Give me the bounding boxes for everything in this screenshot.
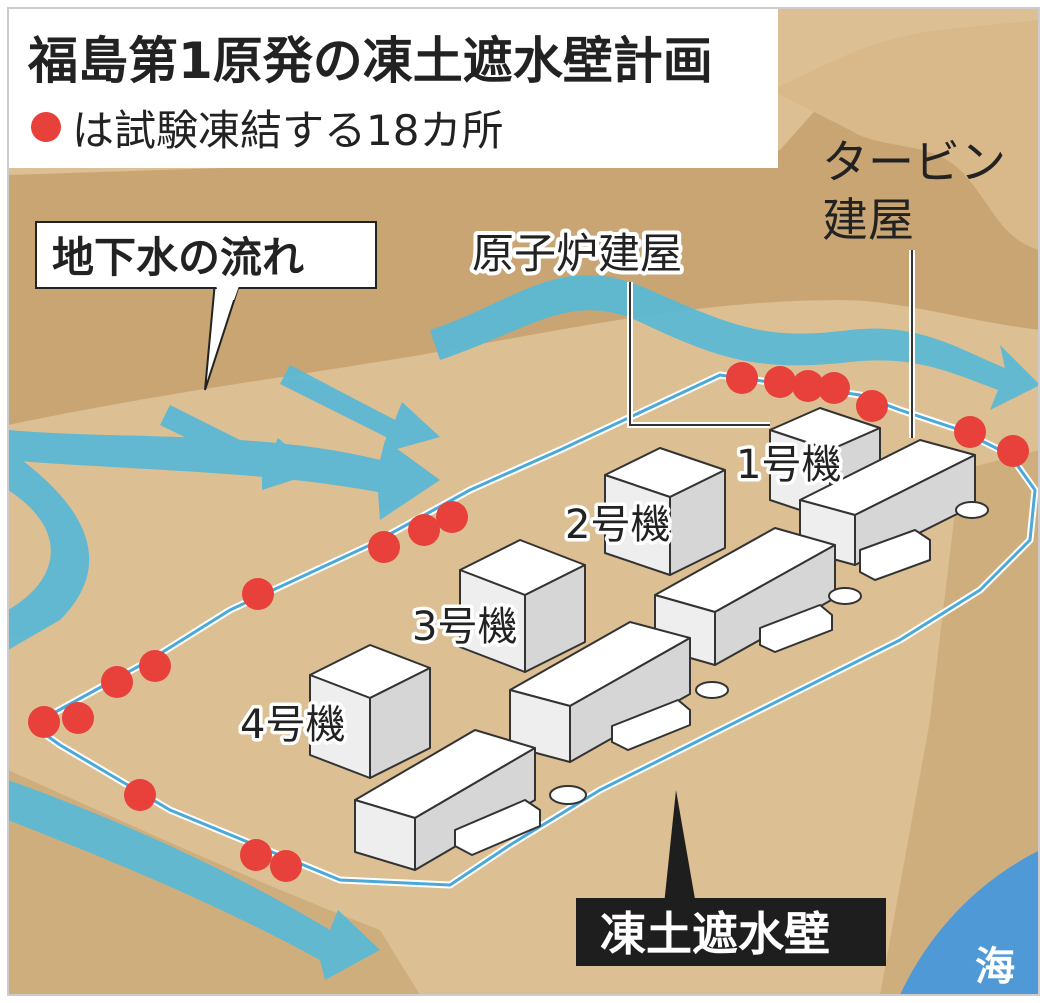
- reactor-building-label: 原子炉建屋: [472, 229, 682, 278]
- frame: [7, 7, 1040, 996]
- flow-arrow-2: [160, 405, 318, 490]
- groundwater-label-box: [35, 221, 377, 289]
- flow-arrow-3: [280, 365, 440, 452]
- unit3-turbine-side: [569, 637, 691, 763]
- unit2-label: 2号機: [565, 502, 670, 548]
- unit1-tank: [955, 501, 989, 519]
- hillside-ridge: [770, 20, 1040, 250]
- unit4-tank: [549, 785, 587, 805]
- unit1-label: 1号機: [736, 442, 841, 488]
- flow-arrow-1: [8, 430, 440, 520]
- freeze-point: [764, 366, 796, 398]
- unit3-label: 3号機: [412, 604, 517, 650]
- title-box: [8, 8, 778, 168]
- unit4-reactor-side: [369, 667, 431, 779]
- freeze-point: [139, 650, 171, 682]
- freeze-point: [954, 416, 986, 448]
- freeze-point: [240, 839, 272, 871]
- flow-arrow-left: [8, 450, 90, 650]
- freeze-point: [62, 702, 94, 734]
- legend-text: は試験凍結する18カ所: [72, 106, 503, 155]
- freeze-point: [270, 850, 302, 882]
- test-freeze-points: [28, 362, 1029, 882]
- freeze-point: [818, 372, 850, 404]
- hillside-upper: [8, 40, 1040, 425]
- freeze-point: [408, 514, 440, 546]
- buildings: [309, 407, 989, 871]
- unit2-annex: [759, 604, 833, 653]
- groundwater-label: 地下水の流れ: [52, 233, 304, 282]
- legend-marker: [31, 112, 61, 142]
- freeze-point: [28, 706, 60, 738]
- frozen-wall-label: 凍土遮水壁: [600, 907, 830, 961]
- groundwater-flow-arrows: [8, 275, 1040, 980]
- unit2-reactor-side: [669, 469, 726, 576]
- freeze-point: [997, 435, 1029, 467]
- unit4-annex: [454, 799, 541, 856]
- unit3-reactor-side: [524, 564, 586, 673]
- unit2-tank: [828, 587, 862, 605]
- groundwater-label-pointer-mask: [216, 286, 239, 300]
- freeze-point: [368, 531, 400, 563]
- freeze-point: [726, 362, 758, 394]
- frozen-wall-label-box: [576, 898, 886, 966]
- freeze-point: [124, 779, 156, 811]
- frozen-wall-pointer: [664, 790, 696, 905]
- unit3-tank: [695, 681, 729, 699]
- flow-arrow-bottom: [8, 780, 380, 980]
- hillside-right: [880, 450, 1040, 995]
- freeze-point: [436, 501, 468, 533]
- unit4-label: 4号機: [240, 702, 345, 748]
- unit-labels: 1号機 2号機 3号機 4号機: [237, 439, 845, 752]
- freeze-point: [856, 390, 888, 422]
- freeze-point: [242, 578, 274, 610]
- freeze-point: [101, 666, 133, 698]
- unit1-annex: [859, 529, 931, 581]
- unit4-turbine-side: [414, 747, 536, 871]
- sea-label: 海: [975, 944, 1015, 990]
- turbine-building-label-line2: 建屋: [822, 193, 914, 247]
- reactor-building-leader-line: [629, 282, 770, 426]
- freeze-point: [792, 370, 824, 402]
- title: 福島第1原発の凍土遮水壁計画: [27, 32, 713, 90]
- flow-arrow-top: [430, 275, 1040, 410]
- reactor-building-label-fill: 原子炉建屋: [472, 229, 682, 278]
- unit3-annex: [611, 699, 691, 751]
- turbine-building-label-line1: タービン: [822, 135, 1006, 189]
- sea-area: [900, 850, 1040, 995]
